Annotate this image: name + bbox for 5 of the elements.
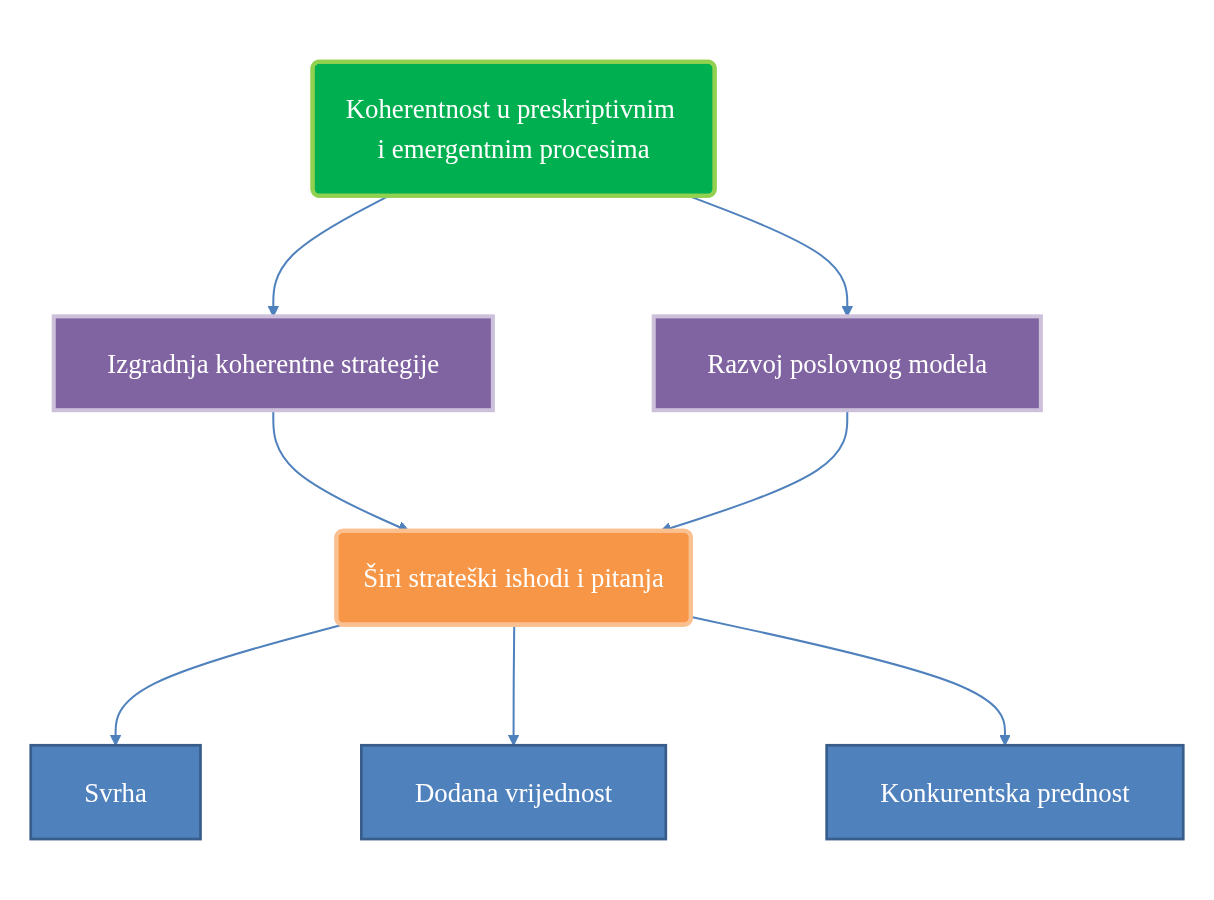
node-box: Razvoj poslovnog modela (651, 313, 1043, 412)
node-box: Izgradnja koherentne strategije (51, 313, 495, 412)
node-box: Dodana vrijednost (360, 743, 668, 840)
node-box: Konkurentska prednost (825, 743, 1185, 840)
node-box: Svrha (29, 743, 202, 840)
